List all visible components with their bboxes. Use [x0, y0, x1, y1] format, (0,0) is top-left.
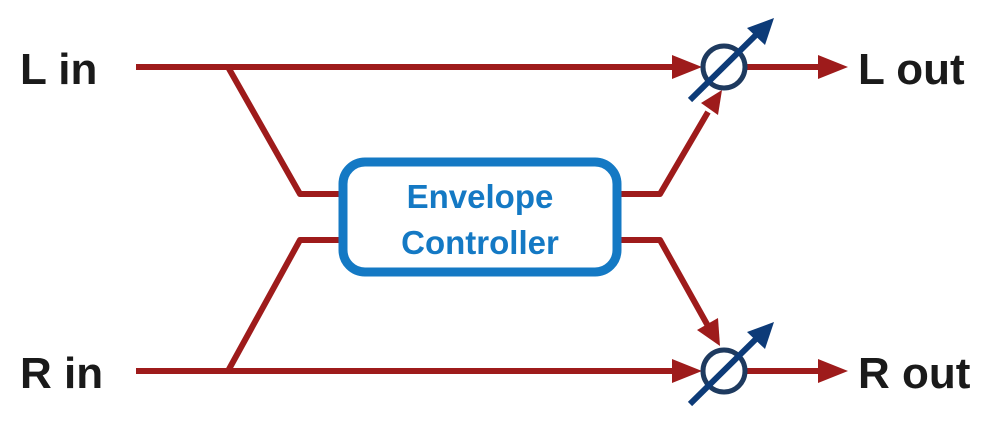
controller-to-left-vca: [616, 110, 711, 197]
right-input-label: R in: [20, 349, 103, 398]
controller-label-line1: Envelope: [407, 178, 554, 215]
right-output-label: R out: [858, 349, 971, 398]
right-signal-arrow-icon: [672, 359, 702, 383]
right-vca-icon: [687, 322, 774, 407]
controller-to-right-vca: [616, 237, 711, 328]
envelope-controller-box: Envelope Controller: [338, 157, 622, 277]
right-output-arrow-icon: [818, 359, 848, 383]
controller-label-line2: Controller: [401, 224, 559, 261]
left-output-label: L out: [858, 45, 965, 94]
controller-to-right-vca-arrow-icon: [697, 318, 720, 346]
left-output-arrow-icon: [818, 55, 848, 79]
right-branch-to-controller: [225, 237, 340, 373]
left-vca-icon: [687, 18, 774, 103]
left-branch-to-controller: [225, 65, 340, 197]
left-signal-arrow-icon: [672, 55, 702, 79]
controller-to-left-vca-arrow-icon: [701, 90, 722, 115]
left-input-label: L in: [20, 45, 97, 94]
